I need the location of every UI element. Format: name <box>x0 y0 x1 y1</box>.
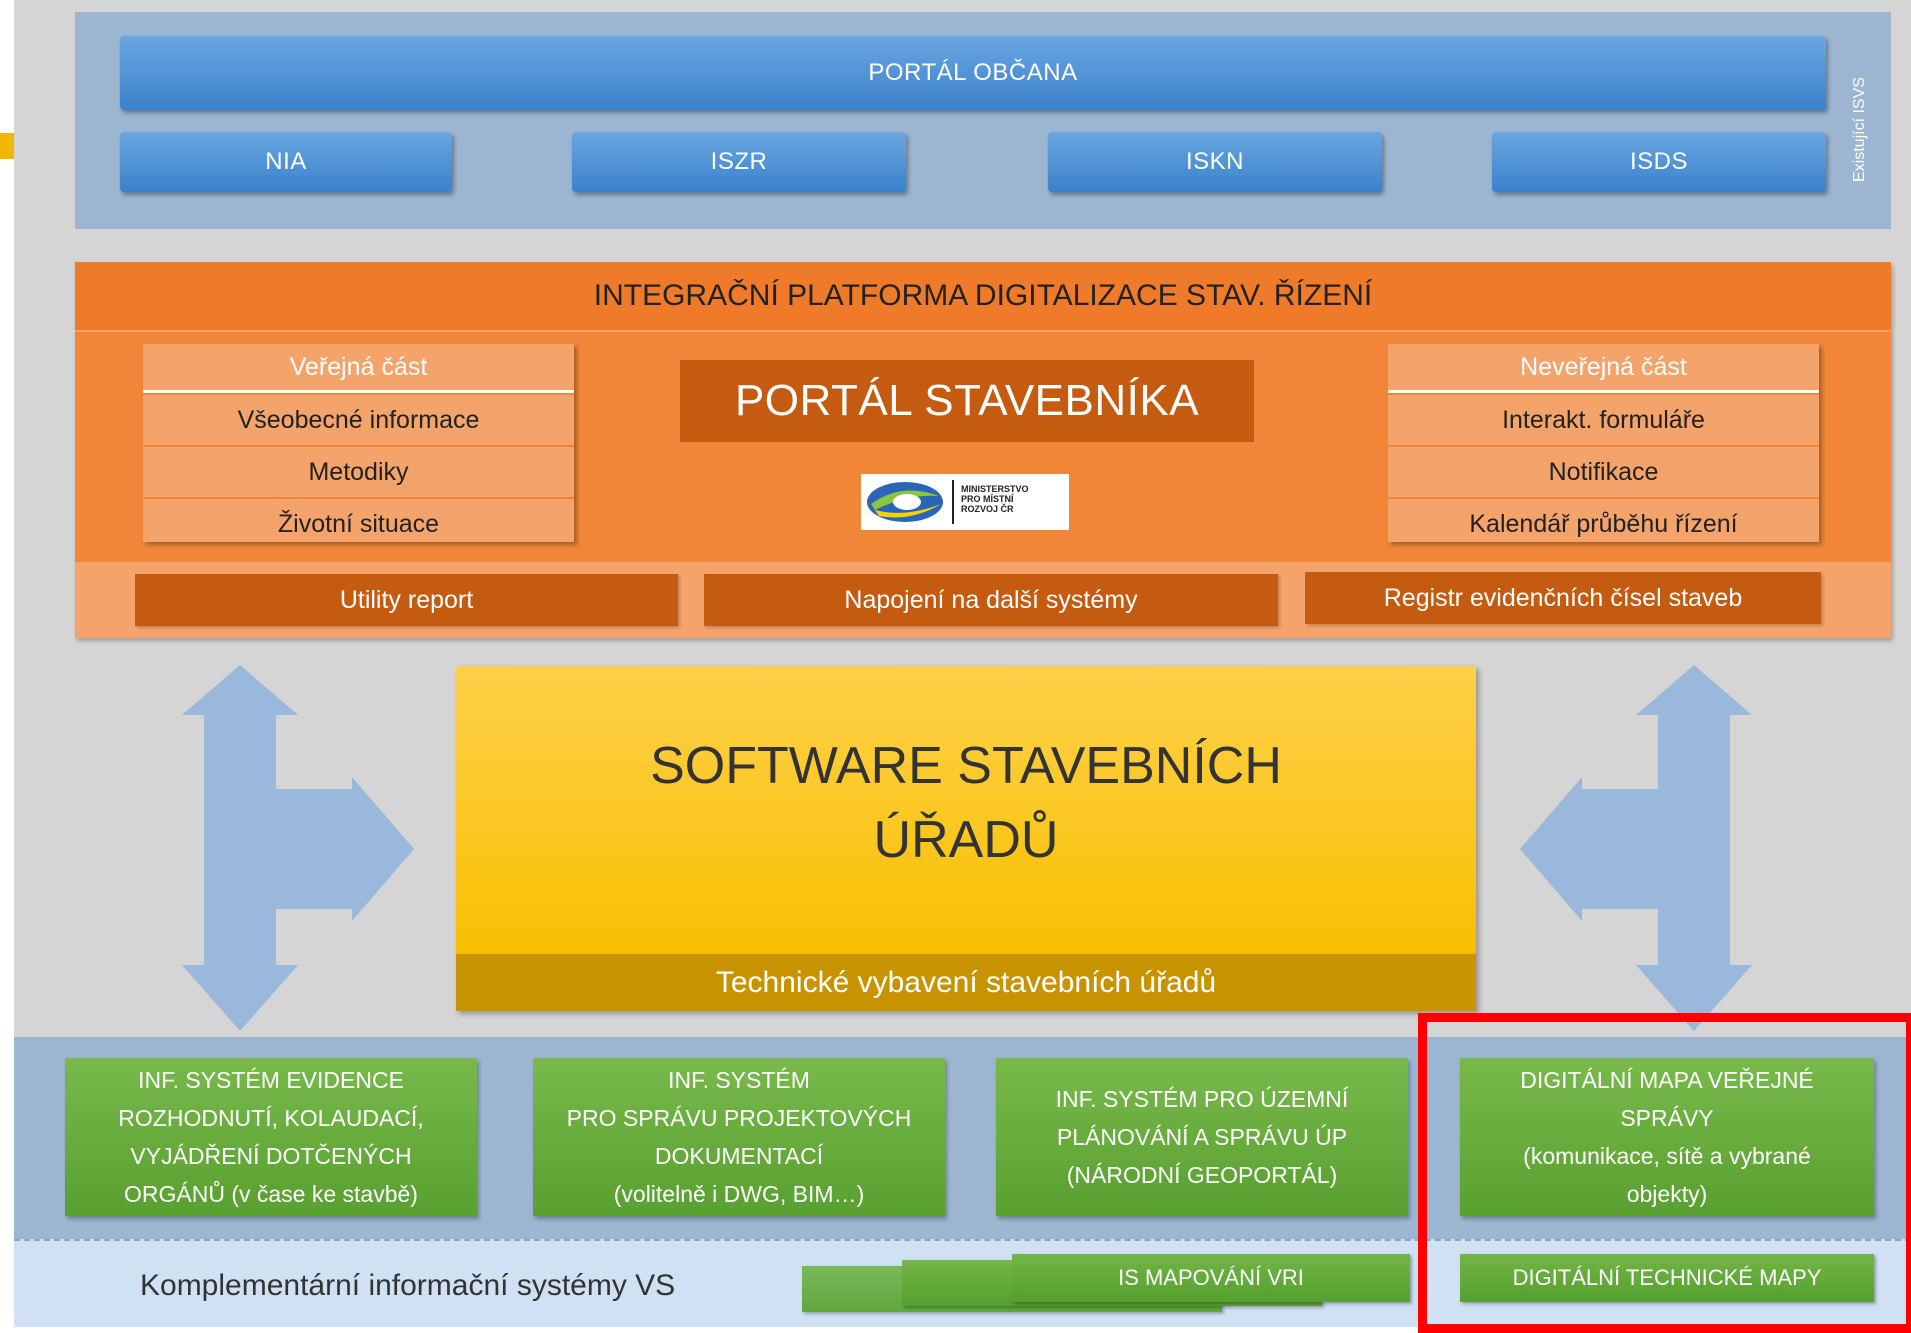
complementary-systems-label: Komplementární informační systémy VS <box>140 1269 676 1302</box>
system-line: INF. SYSTÉM PRO ÚZEMNÍ <box>1055 1086 1349 1112</box>
nia-box: NIA <box>120 132 452 192</box>
system-line: PLÁNOVÁNÍ A SPRÁVU ÚP <box>1056 1124 1348 1150</box>
yellow-edge-marker <box>0 133 14 159</box>
logo-line: PRO MÍSTNÍ <box>961 494 1014 504</box>
public-item: Metodiky <box>143 445 574 497</box>
software-title-line1: SOFTWARE STAVEBNÍCH <box>650 737 1282 795</box>
private-part-title: Neveřejná část <box>1388 344 1819 393</box>
logo-line: ROZVOJ ČR <box>961 504 1014 514</box>
utility-report-box: Utility report <box>135 574 678 626</box>
software-title-line2: ÚŘADŮ <box>873 811 1059 869</box>
mmr-logo-text: MINISTERSTVO PRO MÍSTNÍ ROZVOJ ČR <box>961 484 1067 514</box>
public-part-box: Veřejná část Všeobecné informace Metodik… <box>143 344 574 542</box>
utility-report-label: Utility report <box>339 585 474 614</box>
technical-equipment-strip: Technické vybavení stavebních úřadů <box>456 954 1476 1011</box>
system-territorial-planning-box: INF. SYSTÉM PRO ÚZEMNÍ PLÁNOVÁNÍ A SPRÁV… <box>996 1058 1408 1216</box>
logo-line: MINISTERSTVO <box>961 484 1029 494</box>
highlight-frame <box>1418 1013 1911 1333</box>
mmr-logo-emblem <box>867 480 954 524</box>
portal-obcana-label: PORTÁL OBČANA <box>868 59 1078 86</box>
system-line: INF. SYSTÉM EVIDENCE <box>138 1067 404 1093</box>
system-evidence-box: INF. SYSTÉM EVIDENCE ROZHODNUTÍ, KOLAUDA… <box>65 1058 477 1216</box>
napojeni-box: Napojení na další systémy <box>704 574 1278 626</box>
left-connector-arrow-icon <box>182 665 414 1031</box>
registr-label: Registr evidenčních čísel staveb <box>1383 583 1743 612</box>
system-line: objekty) <box>1626 1181 1708 1207</box>
system-line: ORGÁNŮ (v čase ke stavbě) <box>124 1181 418 1207</box>
iszr-label: ISZR <box>710 148 768 175</box>
system-line: PRO SPRÁVU PROJEKTOVÝCH <box>566 1105 912 1131</box>
right-connector-arrow-icon <box>1520 665 1752 1031</box>
software-stavebnich-uradu-box: SOFTWARE STAVEBNÍCH ÚŘADŮ <box>456 666 1476 954</box>
system-line: (volitelně i DWG, BIM…) <box>613 1181 865 1207</box>
technical-equipment-label: Technické vybavení stavebních úřadů <box>715 965 1217 999</box>
is-mapovani-label: IS MAPOVÁNÍ VRI <box>1118 1265 1304 1290</box>
napojeni-label: Napojení na další systémy <box>844 585 1138 614</box>
dtm-box: DIGITÁLNÍ TECHNICKÉ MAPY <box>1460 1254 1874 1302</box>
system-line: ROZHODNUTÍ, KOLAUDACÍ, <box>118 1105 424 1131</box>
system-line: (komunikace, sítě a vybrané <box>1523 1143 1811 1169</box>
isds-box: ISDS <box>1492 132 1826 192</box>
iskn-box: ISKN <box>1048 132 1382 192</box>
system-line: INF. SYSTÉM <box>668 1067 810 1093</box>
platform-header: INTEGRAČNÍ PLATFORMA DIGITALIZACE STAV. … <box>75 262 1891 332</box>
private-item: Notifikace <box>1388 445 1819 497</box>
system-line: DIGITÁLNÍ MAPA VEŘEJNÉ <box>1520 1067 1814 1093</box>
iskn-label: ISKN <box>1185 148 1244 175</box>
public-item: Všeobecné informace <box>143 393 574 445</box>
portal-stavebnika-box: PORTÁL STAVEBNÍKA <box>680 360 1254 442</box>
platform-header-text: INTEGRAČNÍ PLATFORMA DIGITALIZACE STAV. … <box>593 279 1373 312</box>
registr-box: Registr evidenčních čísel staveb <box>1305 572 1821 624</box>
system-line: VYJÁDŘENÍ DOTČENÝCH <box>130 1143 412 1169</box>
system-line: SPRÁVY <box>1620 1105 1714 1131</box>
system-project-docs-box: INF. SYSTÉM PRO SPRÁVU PROJEKTOVÝCH DOKU… <box>533 1058 945 1216</box>
portal-stavebnika-title: PORTÁL STAVEBNÍKA <box>734 376 1200 425</box>
iszr-box: ISZR <box>572 132 906 192</box>
mmr-logo: MINISTERSTVO PRO MÍSTNÍ ROZVOJ ČR <box>861 474 1069 530</box>
system-line: (NÁRODNÍ GEOPORTÁL) <box>1066 1162 1338 1188</box>
private-item: Interakt. formuláře <box>1388 393 1819 445</box>
dtm-label: DIGITÁLNÍ TECHNICKÉ MAPY <box>1512 1265 1822 1290</box>
system-line: DOKUMENTACÍ <box>654 1143 824 1169</box>
nia-label: NIA <box>265 148 307 175</box>
public-part-title: Veřejná část <box>143 344 574 393</box>
isds-label: ISDS <box>1629 148 1688 175</box>
existing-isvs-side-label: Existující ISVS <box>1851 77 1868 183</box>
portal-obcana-box: PORTÁL OBČANA <box>120 36 1826 110</box>
private-part-box: Neveřejná část Interakt. formuláře Notif… <box>1388 344 1819 542</box>
private-item: Kalendář průběhu řízení <box>1388 497 1819 549</box>
public-item: Životní situace <box>143 497 574 549</box>
is-mapovani-box: IS MAPOVÁNÍ VRI <box>1012 1254 1410 1302</box>
digital-map-box: DIGITÁLNÍ MAPA VEŘEJNÉ SPRÁVY (komunikac… <box>1460 1058 1874 1216</box>
